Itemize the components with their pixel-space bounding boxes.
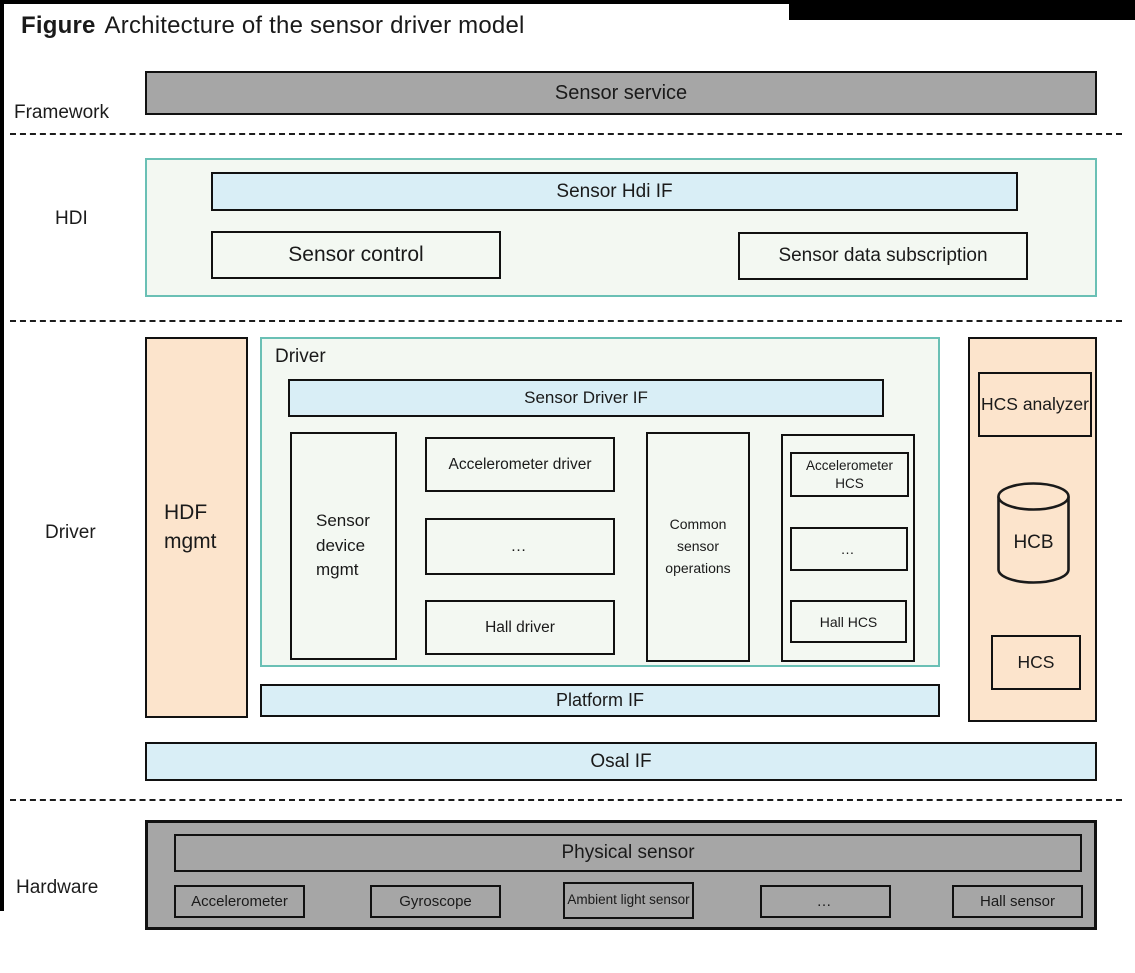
hcs-analyzer-box: HCS analyzer xyxy=(978,372,1092,437)
hardware-device-hall-sensor: Hall sensor xyxy=(952,885,1083,918)
hardware-device-label: Accelerometer xyxy=(191,893,288,910)
figure-title-text: Architecture of the sensor driver model xyxy=(104,12,525,39)
sensor-hdi-if-box: Sensor Hdi IF xyxy=(211,172,1018,211)
sensor-driver-if-label: Sensor Driver IF xyxy=(524,388,648,407)
common-sensor-operations-box: Common sensor operations xyxy=(646,432,750,662)
framework-hdi-divider xyxy=(10,133,1122,135)
hall-driver-label: Hall driver xyxy=(485,618,555,636)
database-cylinder-icon xyxy=(997,482,1070,584)
hall-hcs-box: Hall HCS xyxy=(790,600,907,643)
osal-if-label: Osal IF xyxy=(590,750,652,772)
hardware-container: Physical sensor Accelerometer Gyroscope … xyxy=(145,820,1097,930)
figure-title-prefix: Figure xyxy=(21,12,96,39)
hdi-driver-divider xyxy=(10,320,1122,322)
hcb-label: HCB xyxy=(1013,532,1054,553)
hardware-device-ambient-light-sensor: Ambient light sensor xyxy=(563,882,694,919)
hcb-database: HCB xyxy=(995,482,1072,585)
hardware-device-label: … xyxy=(816,893,835,910)
common-sensor-operations-label: Common sensor operations xyxy=(665,516,731,576)
accelerometer-driver-label: Accelerometer driver xyxy=(448,455,592,473)
platform-if-box: Platform IF xyxy=(260,684,940,717)
sensor-device-mgmt-label: Sensor device mgmt xyxy=(316,511,370,580)
hardware-device-label: Ambient light sensor xyxy=(567,892,690,908)
hcs-box: HCS xyxy=(991,635,1081,690)
driver-container-label: Driver xyxy=(275,346,326,367)
sensor-service-label: Sensor service xyxy=(554,81,688,104)
sensor-hdi-if-label: Sensor Hdi IF xyxy=(556,180,673,202)
window-top-black-bar xyxy=(789,0,1135,20)
figure-title: Figure Architecture of the sensor driver … xyxy=(21,12,525,40)
hardware-device-label: Hall sensor xyxy=(979,893,1056,910)
osal-if-box: Osal IF xyxy=(145,742,1097,781)
hcs-analyzer-label: HCS analyzer xyxy=(981,393,1089,414)
accelerometer-driver-box: Accelerometer driver xyxy=(425,437,615,492)
driver-hardware-divider xyxy=(10,799,1122,801)
sensor-driver-if-box: Sensor Driver IF xyxy=(288,379,884,417)
sensor-control-label: Sensor control xyxy=(288,243,424,266)
framework-layer-label: Framework xyxy=(14,102,110,123)
hall-driver-box: Hall driver xyxy=(425,600,615,655)
driver-layer-label: Driver xyxy=(45,522,96,543)
other-drivers-ellipsis: … xyxy=(510,537,530,555)
hardware-layer-label: Hardware xyxy=(16,877,99,898)
hdi-layer-label: HDI xyxy=(55,208,88,229)
hardware-device-accelerometer: Accelerometer xyxy=(174,885,305,918)
sensor-data-subscription-box: Sensor data subscription xyxy=(738,232,1028,280)
window-top-border xyxy=(0,0,1135,4)
other-hcs-ellipsis-box: … xyxy=(790,527,908,571)
hdf-mgmt-label: HDF mgmt xyxy=(164,501,217,553)
hardware-device-ellipsis: … xyxy=(760,885,891,918)
sensor-device-mgmt-box: Sensor device mgmt xyxy=(290,432,397,660)
accelerometer-hcs-box: Accelerometer HCS xyxy=(790,452,909,497)
physical-sensor-box: Physical sensor xyxy=(174,834,1082,872)
sensor-control-box: Sensor control xyxy=(211,231,501,279)
hcs-group-box xyxy=(781,434,915,662)
physical-sensor-label: Physical sensor xyxy=(561,842,695,863)
hall-hcs-label: Hall HCS xyxy=(819,613,878,630)
accelerometer-hcs-label: Accelerometer HCS xyxy=(805,457,894,491)
other-drivers-ellipsis-box: … xyxy=(425,518,615,575)
hdf-mgmt-box: HDF mgmt xyxy=(145,337,248,718)
other-hcs-ellipsis: … xyxy=(840,541,858,557)
platform-if-label: Platform IF xyxy=(555,690,644,710)
sensor-data-subscription-label: Sensor data subscription xyxy=(778,245,988,266)
hcs-label: HCS xyxy=(1017,652,1055,672)
hardware-device-label: Gyroscope xyxy=(399,893,472,910)
sensor-service-box: Sensor service xyxy=(145,71,1097,115)
window-left-border xyxy=(0,0,4,911)
hardware-device-gyroscope: Gyroscope xyxy=(370,885,501,918)
